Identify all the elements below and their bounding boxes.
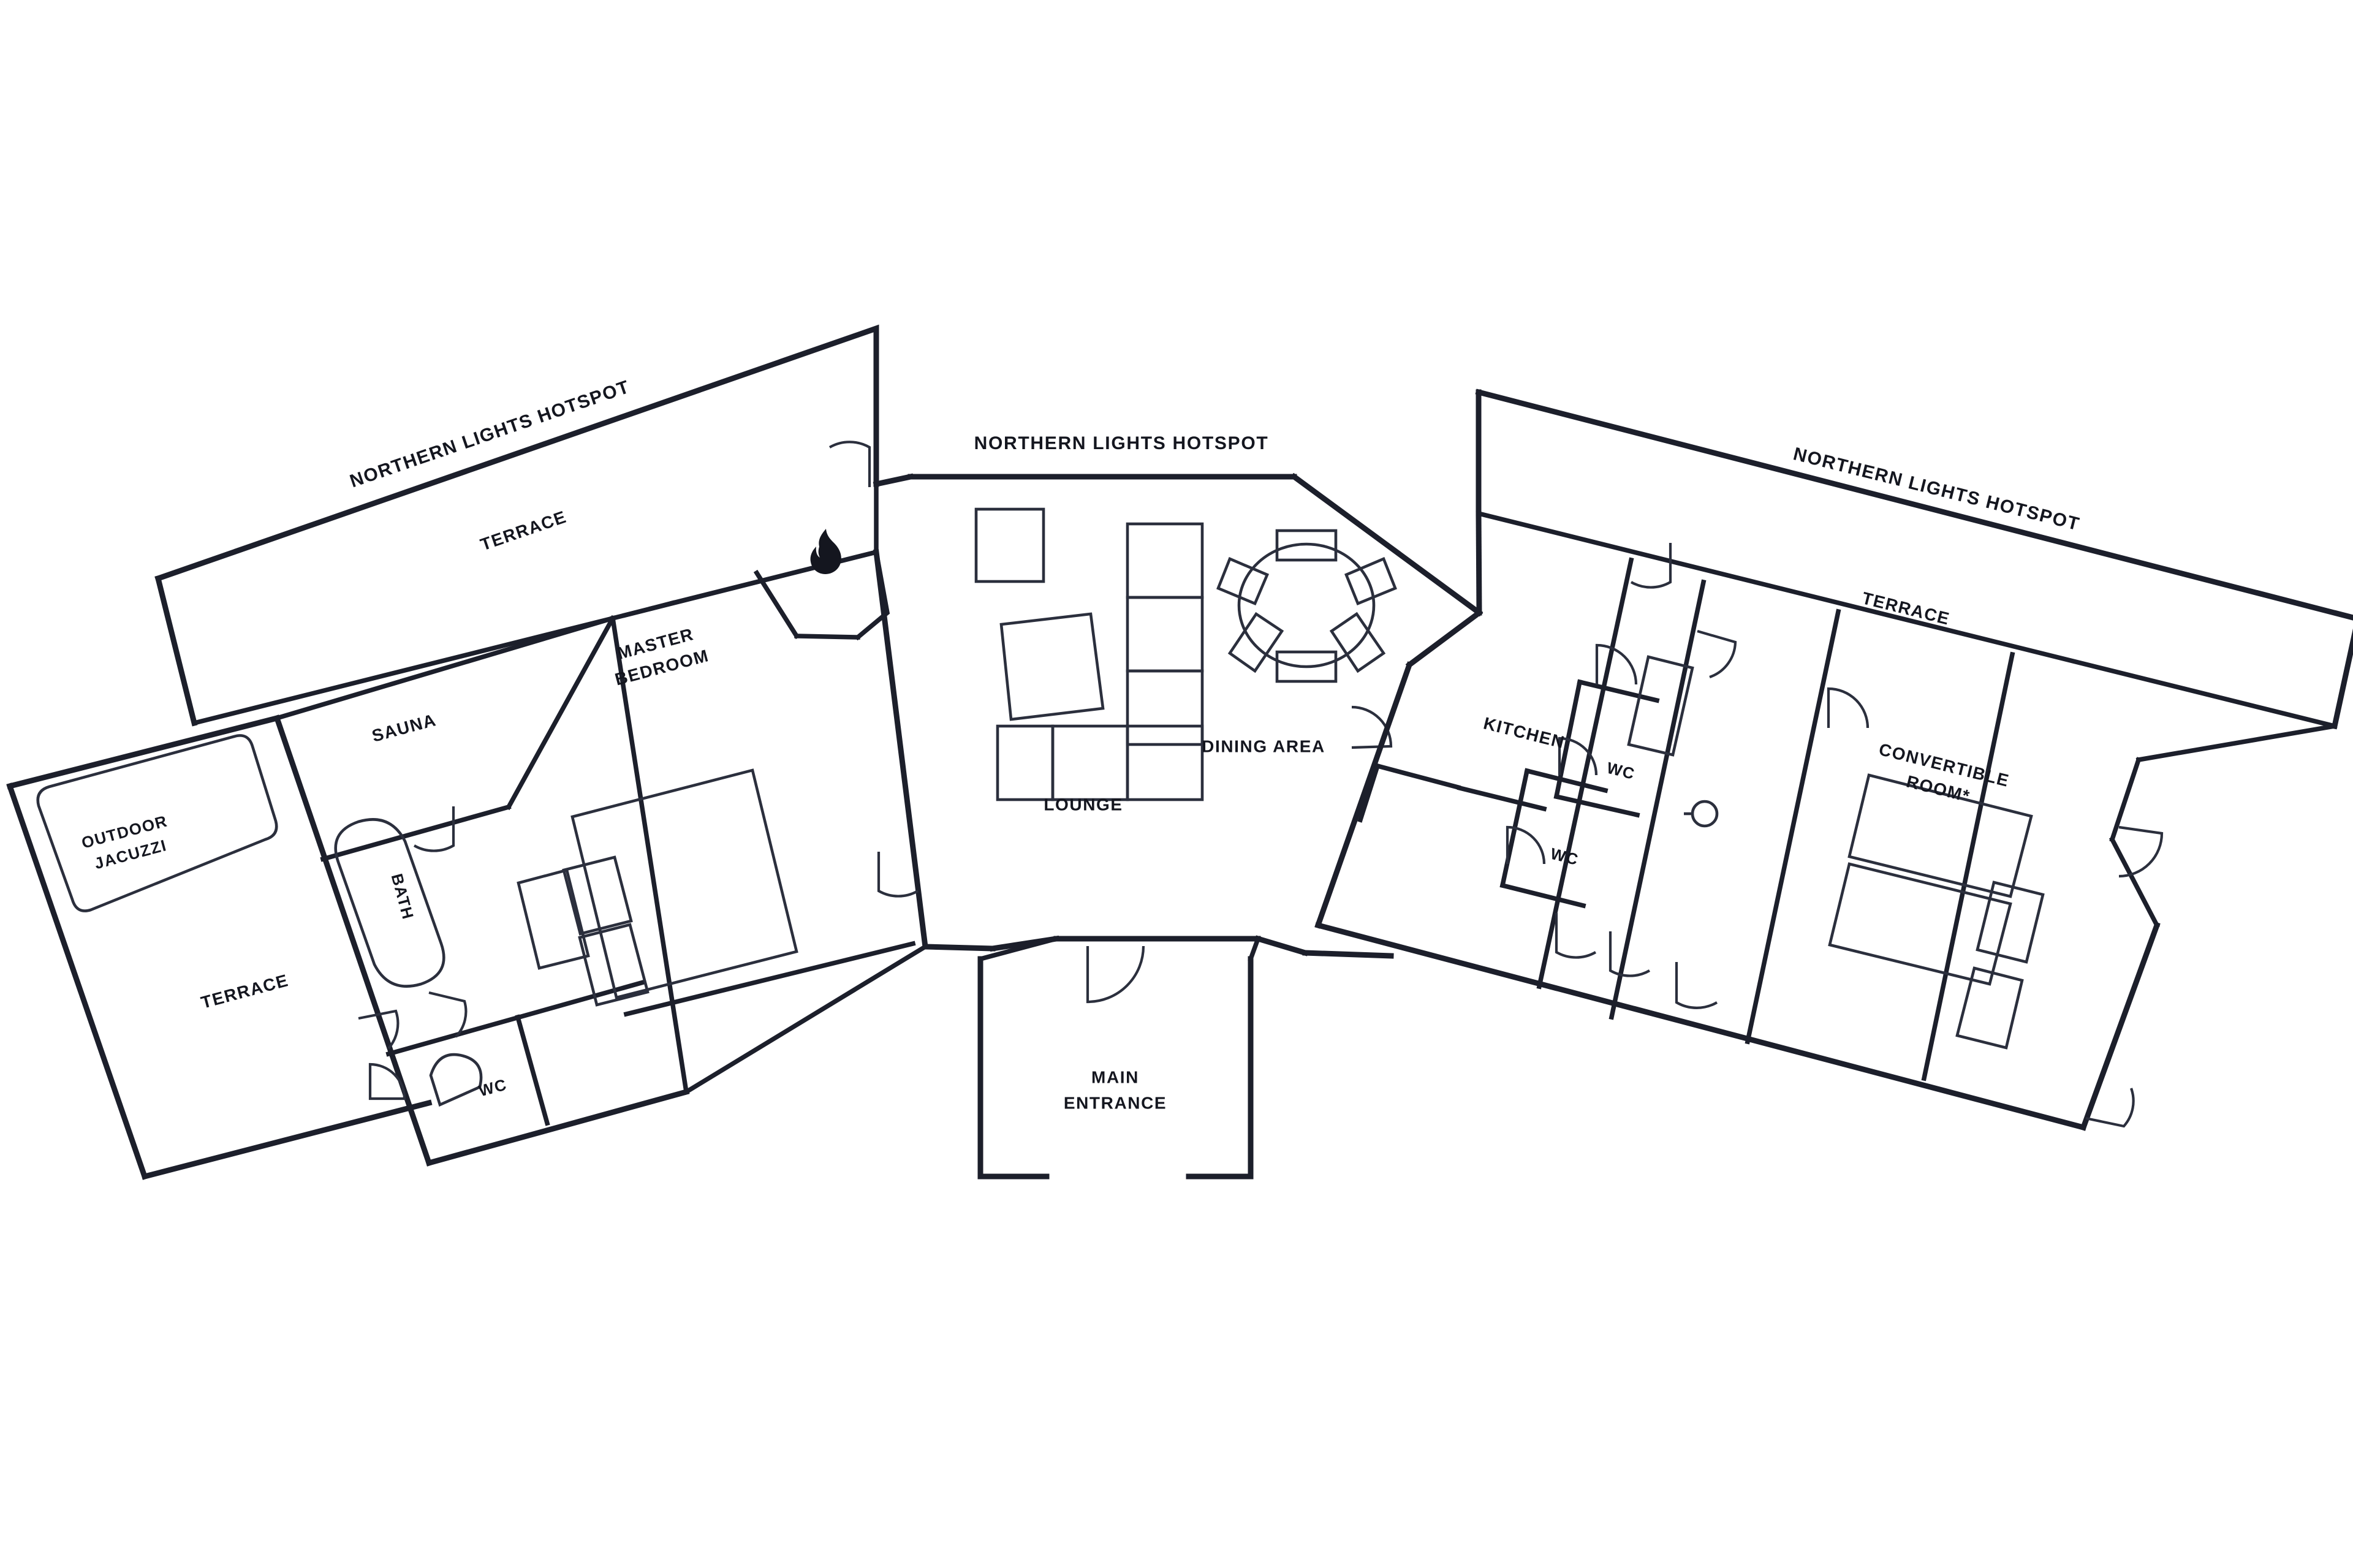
label-terrace-left-lower: TERRACE [199, 971, 291, 1012]
master-bed [517, 768, 798, 1007]
right-wing-envelope [1314, 510, 2338, 1131]
door-arcs-right-wing [1506, 543, 2164, 1128]
label-wc-kitchen-upper: WC [1605, 759, 1637, 783]
fireplace-enclosure [753, 482, 890, 641]
bathtub [334, 818, 445, 988]
door-arc-dining [1351, 705, 1393, 749]
hotspot-label-center: NORTHERN LIGHTS HOTSPOT [974, 433, 1269, 453]
outdoor-jacuzzi-basin [36, 734, 278, 912]
fireplace-flame-icon [810, 529, 841, 574]
label-sauna: SAUNA [369, 710, 438, 746]
left-wing-lower-terrace [6, 714, 433, 1180]
label-master-bedroom: MASTER BEDROOM [613, 624, 711, 689]
label-outdoor-jacuzzi: OUTDOOR JACUZZI [80, 811, 170, 873]
label-main-entrance: MAIN ENTRANCE [1064, 1067, 1167, 1112]
lounge-furniture [974, 507, 1204, 801]
door-arcs-left-wing [358, 441, 919, 1100]
label-main-entrance-line2: ENTRANCE [1064, 1093, 1167, 1112]
label-kitchen: KITCHEN [1482, 714, 1567, 752]
label-wc-kitchen-lower: WC [1548, 844, 1580, 869]
label-terrace-left-upper: TERRACE [478, 507, 569, 554]
wc-fixture-left [429, 1053, 483, 1107]
right-wing-terrace [1475, 388, 2353, 730]
convertible-room-beds [1828, 773, 2045, 1050]
dining-table-and-chairs [1216, 529, 1397, 683]
label-terrace-right: TERRACE [1860, 588, 1952, 629]
main-entrance-block [977, 935, 1309, 1180]
label-lounge: LOUNGE [1044, 795, 1123, 814]
central-block-walls [873, 472, 1483, 959]
wc-lower-enclosure [1499, 768, 1608, 909]
label-main-entrance-line1: MAIN [1091, 1067, 1139, 1086]
hotspot-label-left: NORTHERN LIGHTS HOTSPOT [347, 377, 632, 492]
hotspot-label-right: NORTHERN LIGHTS HOTSPOT [1791, 444, 2082, 534]
label-bath: BATH [388, 872, 418, 922]
kitchen-counter [1627, 655, 1719, 828]
label-dining-area: DINING AREA [1202, 737, 1325, 756]
